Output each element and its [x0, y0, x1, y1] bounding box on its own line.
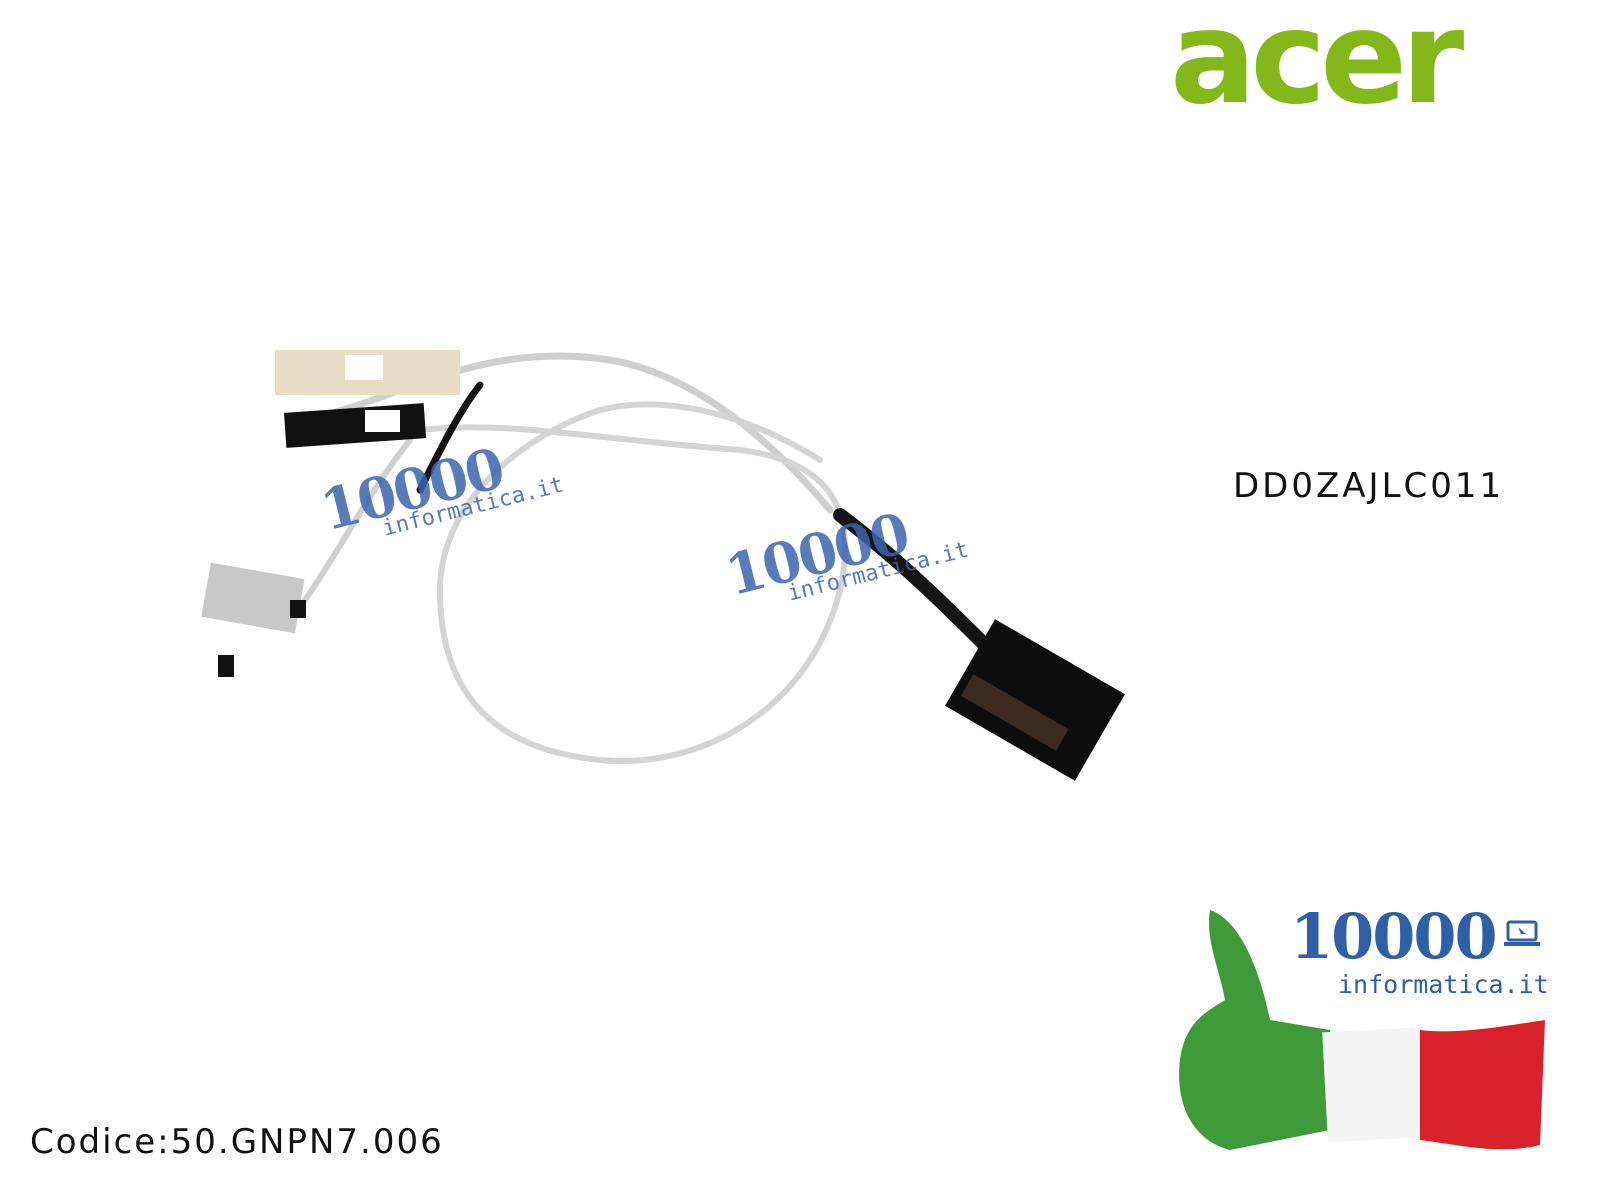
acer-logo: acer: [1170, 0, 1550, 133]
badge-site: informatica.it: [1338, 970, 1549, 999]
part-number: DD0ZAJLC011: [1233, 466, 1505, 506]
badge-number: 10000: [1290, 900, 1498, 973]
lcd-cable-photo: [180, 330, 1140, 810]
thumbs-up-italy-badge: [1170, 900, 1550, 1180]
svg-text:acer: acer: [1170, 0, 1464, 120]
product-code: Codice:50.GNPN7.006: [30, 1122, 444, 1162]
